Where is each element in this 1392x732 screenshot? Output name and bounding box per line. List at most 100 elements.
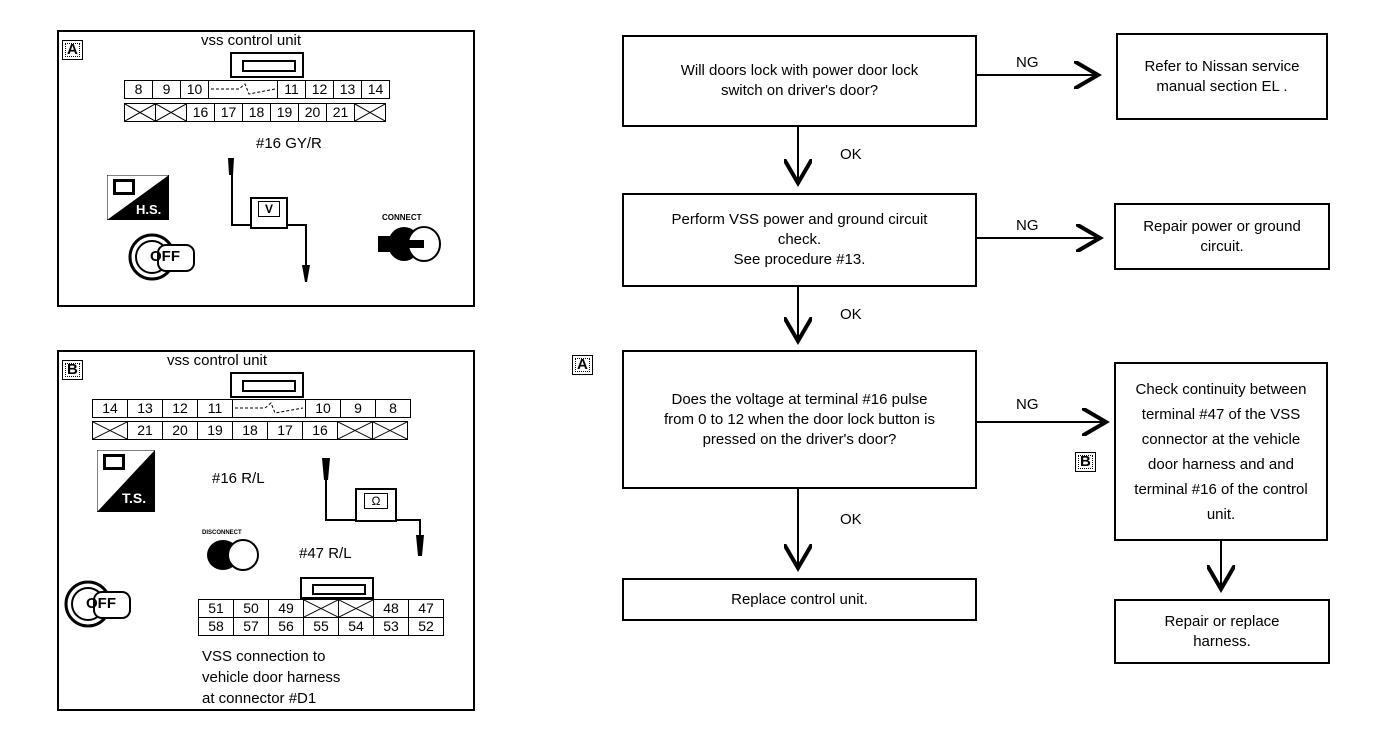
- step-text: Perform VSS power and ground circuit: [671, 211, 928, 228]
- caption-line: VSS connection to: [202, 648, 326, 665]
- pin-blank: [303, 599, 339, 618]
- pin: 17: [214, 103, 243, 122]
- step-text: door harness and and: [1148, 455, 1294, 473]
- ok-label-3: OK: [840, 511, 862, 528]
- step-text: circuit.: [1200, 237, 1244, 255]
- hs-label: H.S.: [136, 202, 162, 217]
- off-label: OFF: [150, 248, 180, 265]
- connector-a-row1: 8 9 10 11 12 13 14: [124, 80, 390, 99]
- ignition-key-icon-b: [64, 580, 134, 633]
- pin: 13: [333, 80, 362, 99]
- step-check-door-lock: Will doors lock with power door lock swi…: [622, 35, 977, 127]
- flow-tag-a: A: [572, 355, 593, 375]
- connector-b-lower: 21 20 19 18 17 16: [92, 421, 408, 440]
- step-text: manual section EL .: [1156, 77, 1288, 95]
- ignition-key-icon: [128, 233, 198, 286]
- connector-a-lower: 16 17 18 19 20 21: [124, 103, 386, 122]
- step-text: switch on driver's door?: [720, 82, 879, 99]
- panel-b-probe-wires: [322, 458, 424, 556]
- step-text: Repair or replace: [1164, 612, 1280, 630]
- step-text: unit.: [1206, 505, 1236, 523]
- connect-icon: [378, 224, 442, 269]
- panel-b-wire2-label: #47 R/L: [299, 545, 352, 562]
- pin: 52: [408, 617, 444, 636]
- result-check-continuity: Check continuity between terminal #47 of…: [1114, 362, 1328, 541]
- step-text: See procedure #13.: [733, 251, 866, 268]
- caption-line: vehicle door harness: [202, 669, 341, 686]
- pin-blank: [338, 599, 374, 618]
- pin: 19: [197, 421, 233, 440]
- pin: 20: [162, 421, 198, 440]
- step-text: terminal #47 of the VSS: [1141, 405, 1301, 423]
- pin: 47: [408, 599, 444, 618]
- step-text: Refer to Nissan service: [1144, 57, 1300, 75]
- pin: 58: [198, 617, 234, 636]
- ok-label-2: OK: [840, 306, 862, 323]
- step-text: Repair power or ground: [1143, 217, 1301, 235]
- pin: 8: [375, 399, 411, 418]
- pin: 17: [267, 421, 303, 440]
- disconnect-label: DISCONNECT: [202, 530, 242, 536]
- panel-b-title: vss control unit: [167, 352, 268, 369]
- connector-a-latch: [230, 52, 304, 78]
- panel-a-probe-wires: [228, 158, 310, 282]
- connector-d1-row2: 58 57 56 55 54 53 52: [198, 617, 444, 636]
- pin: 14: [92, 399, 128, 418]
- step-replace-control-unit: Replace control unit.: [622, 578, 977, 621]
- pin-blank: [232, 399, 306, 418]
- connector-a-row2: 16 17 18 19 20 21: [124, 103, 386, 122]
- pin: 13: [127, 399, 163, 418]
- step-text: check.: [777, 231, 822, 248]
- pin: 18: [232, 421, 268, 440]
- pin: 16: [186, 103, 215, 122]
- step-text: Does the voltage at terminal #16 pulse: [671, 390, 928, 408]
- result-refer-service-manual: Refer to Nissan service manual section E…: [1116, 33, 1328, 120]
- pin: 9: [152, 80, 181, 99]
- panel-a-wire-label: #16 GY/R: [256, 135, 322, 152]
- pin: 54: [338, 617, 374, 636]
- panel-a-title: vss control unit: [201, 32, 302, 49]
- pin: 55: [303, 617, 339, 636]
- pin: 21: [326, 103, 355, 122]
- pin-blank: [372, 421, 408, 440]
- step-text: pressed on the driver's door?: [702, 430, 897, 448]
- panel-b-wire-label: #16 R/L: [212, 470, 265, 487]
- ohmmeter-display: Ω: [364, 493, 388, 509]
- pin-blank: [155, 103, 187, 122]
- connector-b-row1: 14 13 12 11 10 9 8: [92, 399, 411, 418]
- disconnect-icon: [205, 538, 261, 577]
- step-text: Check continuity between: [1135, 380, 1307, 398]
- step-text: Will doors lock with power door lock: [680, 62, 919, 79]
- voltmeter-display: V: [258, 201, 280, 217]
- ohmmeter-icon: Ω: [355, 488, 397, 522]
- pin: 10: [305, 399, 341, 418]
- step-text: terminal #16 of the control: [1134, 480, 1308, 498]
- voltmeter-icon: V: [250, 197, 288, 229]
- connector-d1: 51 50 49 48 47 58 57 56 55 54 53 52: [198, 599, 444, 636]
- step-text: from 0 to 12 when the door lock button i…: [664, 410, 935, 428]
- panel-b-tag: B: [62, 360, 83, 380]
- step-voltage-pulse: Does the voltage at terminal #16 pulse f…: [622, 350, 977, 489]
- step-text: connector at the vehicle: [1141, 430, 1301, 448]
- ng-label-1: NG: [1016, 54, 1039, 71]
- connector-b: 14 13 12 11 10 9 8: [92, 399, 411, 418]
- connector-a: 8 9 10 11 12 13 14: [124, 80, 390, 99]
- ts-label: T.S.: [122, 490, 147, 506]
- connector-d1-row1: 51 50 49 48 47: [198, 599, 444, 618]
- flow-tag-b: B: [1075, 452, 1096, 472]
- step-text: Replace control unit.: [731, 590, 868, 608]
- hs-icon: [106, 174, 170, 221]
- step-text: harness.: [1193, 632, 1251, 650]
- pin-blank: [208, 80, 278, 99]
- pin: 20: [298, 103, 327, 122]
- off-label-b: OFF: [86, 595, 116, 612]
- pin: 10: [180, 80, 209, 99]
- connector-b-row2: 21 20 19 18 17 16: [92, 421, 408, 440]
- caption-line: at connector #D1: [202, 690, 317, 707]
- pin: 14: [361, 80, 390, 99]
- pin: 11: [197, 399, 233, 418]
- pin-blank: [354, 103, 386, 122]
- ng-label-2: NG: [1016, 217, 1039, 234]
- ng-label-3: NG: [1016, 396, 1039, 413]
- pin: 19: [270, 103, 299, 122]
